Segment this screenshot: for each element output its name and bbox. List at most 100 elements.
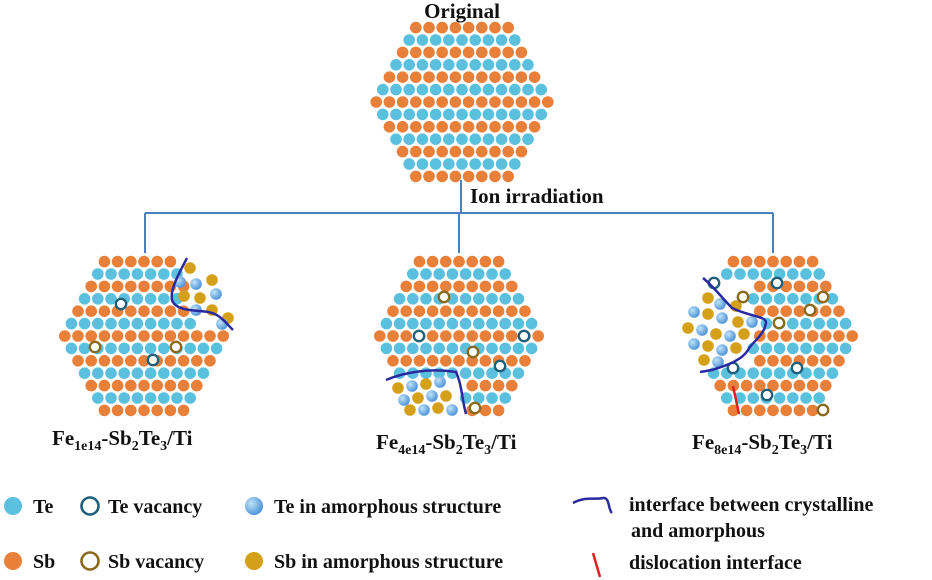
sb-atom [374,330,386,342]
te-atom [760,342,773,355]
legend-sb-vacancy-label: Sb vacancy [108,551,204,573]
te-atom [144,317,157,330]
sb-atom [85,305,97,318]
sb-atom [806,404,819,417]
sb-atom [410,21,422,34]
sb-atom [502,21,514,34]
sb-atom [111,255,124,268]
te-atom [429,83,442,96]
sb-atom [191,379,203,392]
te-atom [747,392,759,404]
te-atom [144,392,157,404]
te-atom [78,317,91,330]
sb-atom [400,280,413,293]
sb-atom [767,255,779,268]
te-amorphous-atom [418,404,430,416]
sb-atom [151,255,163,268]
sb-atom [489,145,501,158]
sb-atom [138,280,150,293]
sb-atom [466,255,479,268]
te-atom [473,367,485,380]
te-atom [721,392,733,404]
sb-atom [370,96,383,108]
sb-atom [98,355,111,367]
sb-atom [833,355,845,367]
te-atom [525,317,538,330]
sb-atom [426,330,439,342]
te-atom [393,342,406,355]
sb-amorphous-atom [432,402,444,414]
te-amorphous-atom [426,390,438,402]
sb-atom [98,404,111,417]
sb-atom [489,121,501,133]
te-atom [760,268,773,280]
connector-tree [144,180,774,253]
te-atom [522,133,534,145]
sb-atom [440,280,452,293]
te-atom [469,59,482,71]
te-atom [482,34,495,46]
sb-atom [727,255,740,268]
te-amorphous-atom [688,306,700,318]
legend-te-amorphous-label: Te in amorphous structure [274,496,501,518]
sb-atom [462,170,475,183]
sb-atom [506,379,518,392]
sb-vacancy [466,345,480,359]
sb-atom [164,305,177,318]
sb-amorphous-atom [194,292,206,304]
te-atom [158,317,170,330]
te-atom [469,133,482,145]
sb-atom [125,355,137,367]
sb-atom [191,355,203,367]
te-atom [482,83,495,96]
sb-atom [138,355,150,367]
te-atom [456,34,468,46]
te-atom [403,158,416,170]
te-atom [144,268,157,280]
sb-atom [767,355,779,367]
legend-te-vacancy-marker [80,496,100,516]
sb-atom [72,330,84,342]
te-atom [78,342,91,355]
sb-atom [780,255,792,268]
sb-atom [793,280,806,293]
sb-atom [151,280,163,293]
te-atom [826,342,839,355]
sb-atom [387,330,399,342]
sb-atom [476,145,488,158]
sb-amorphous-atom [682,322,694,334]
sb-atom [423,96,435,108]
sb-atom [426,280,439,293]
te-atom [813,268,825,280]
sb-atom [476,170,488,183]
te-atom [184,392,196,404]
te-atom [499,293,512,305]
te-atom [456,158,468,170]
sb-atom [138,404,150,417]
sb-atom [396,121,409,133]
te-atom [131,342,144,355]
te-atom [773,392,786,404]
interface-curve-panel1 [170,257,234,331]
sb-atom [466,330,479,342]
sb-atom [780,404,792,417]
te-atom [407,293,419,305]
te-atom [459,268,472,280]
sb-atom [492,280,505,293]
sb-amorphous-atom [710,328,722,340]
te-atom [92,268,104,280]
sb-atom [400,305,413,318]
te-atom [499,317,512,330]
sb-atom [462,71,475,83]
te-atom [184,317,196,330]
sb-atom [410,145,422,158]
sb-atom [85,280,97,293]
sb-atom [151,379,163,392]
te-atom [131,317,144,330]
sb-atom [426,255,439,268]
te-atom [813,342,825,355]
te-atom [429,34,442,46]
interface-curve-panel3 [699,277,768,374]
te-atom [184,367,196,380]
sb-atom [111,404,124,417]
